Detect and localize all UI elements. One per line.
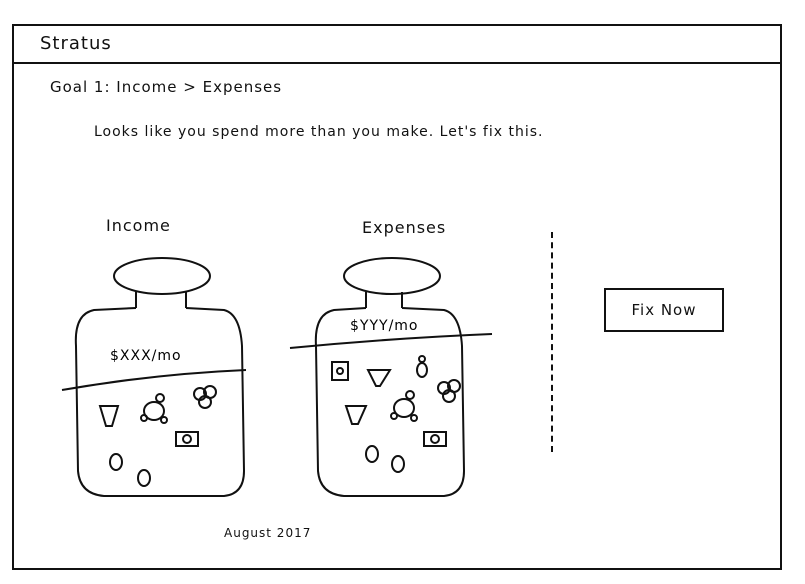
jar-lid	[343, 257, 441, 295]
income-amount: $XXX/mo	[110, 348, 182, 364]
title-bar: Stratus	[14, 26, 780, 64]
jar-body	[314, 307, 466, 497]
money-icon	[331, 361, 349, 381]
money-icon	[423, 431, 447, 447]
jar-lid	[113, 257, 211, 295]
app-title: Stratus	[40, 33, 112, 54]
jar-neck	[365, 292, 403, 308]
fix-now-button[interactable]: Fix Now	[604, 288, 724, 332]
expenses-jar: $YYY/mo	[289, 257, 493, 497]
goal-title: Goal 1: Income > Expenses	[50, 78, 283, 96]
jar-body	[74, 307, 246, 497]
income-jar: $XXX/mo	[61, 257, 247, 497]
app-window: Stratus Goal 1: Income > Expenses Looks …	[12, 24, 782, 570]
grapes-icon	[437, 379, 461, 403]
goal-description: Looks like you spend more than you make.…	[94, 124, 544, 140]
date-label: August 2017	[224, 526, 312, 540]
grapes-icon	[193, 385, 217, 409]
cup-icon	[98, 405, 120, 427]
turtle-icon	[140, 393, 168, 424]
money-icon	[175, 431, 199, 447]
expenses-label: Expenses	[362, 218, 447, 237]
expenses-amount: $YYY/mo	[350, 318, 418, 334]
cup-icon	[344, 405, 368, 425]
fill-line	[61, 369, 247, 391]
jar-neck	[135, 292, 187, 308]
coin-icon	[365, 445, 379, 463]
dashed-divider	[551, 232, 553, 452]
coin-icon	[137, 469, 151, 487]
income-label: Income	[106, 216, 171, 235]
fill-line	[289, 333, 493, 349]
fruit-icon	[416, 355, 428, 378]
coin-icon	[391, 455, 405, 473]
turtle-icon	[390, 390, 418, 422]
coin-icon	[109, 453, 123, 471]
cup-icon	[366, 369, 392, 387]
